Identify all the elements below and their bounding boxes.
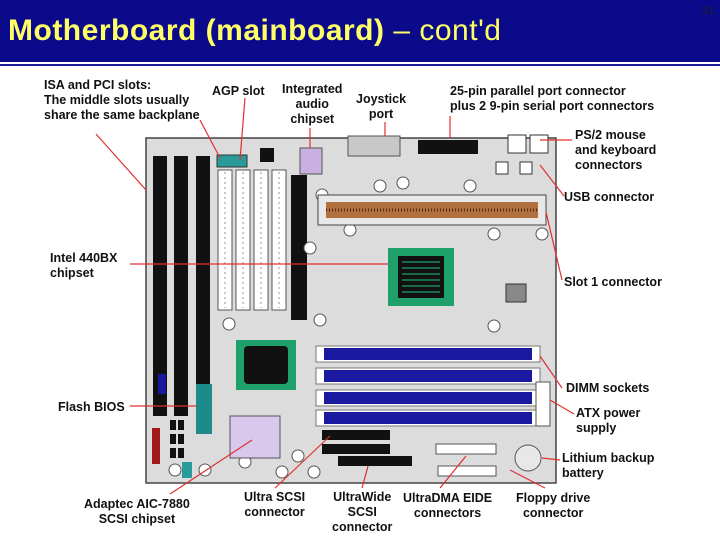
label-audio-chipset: Integrated audio chipset: [282, 82, 343, 126]
pci-slot: [271, 169, 287, 311]
small-chip: [260, 148, 274, 162]
ps2-connector: [507, 134, 527, 154]
isa-slot: [174, 156, 188, 416]
slide-title: Motherboard (mainboard) – cont'd: [8, 14, 501, 48]
eide-connector: [437, 465, 497, 477]
title-bar: [0, 0, 720, 62]
slide-title-suffix: – cont'd: [393, 14, 502, 47]
joystick-port: [347, 135, 401, 157]
ps2-connector: [529, 134, 549, 154]
pci-slot: [217, 169, 233, 311]
parallel-port: [418, 140, 478, 154]
label-floppy-connector: Floppy drive connector: [516, 491, 591, 520]
ultra-scsi-connector: [322, 430, 390, 440]
socket-chip: [236, 340, 296, 390]
label-ultradma-eide: UltraDMA EIDE connectors: [403, 491, 493, 520]
label-flash-bios: Flash BIOS: [58, 400, 125, 414]
slot1-connector: [317, 194, 547, 226]
label-isa-pci-slots: ISA and PCI slots: The middle slots usua…: [44, 78, 200, 122]
label-atx-power: ATX power supply: [576, 406, 641, 435]
eide-connector: [435, 443, 497, 455]
isa-slot: [196, 156, 210, 416]
label-adaptec-scsi: Adaptec AIC-7880 SCSI chipset: [84, 497, 190, 526]
label-lithium-battery: Lithium backup battery: [562, 451, 655, 480]
jumper-block: [170, 420, 184, 458]
lithium-battery: [514, 444, 542, 472]
label-ultrawide-scsi: UltraWide SCSI connector: [332, 490, 393, 534]
leader-lines: [95, 97, 575, 495]
pci-slot: [253, 169, 269, 311]
dimm-sockets: [315, 345, 541, 427]
pci-slots: [217, 169, 287, 311]
isa-slots: [153, 156, 210, 416]
label-intel-chipset: Intel 440BX chipset: [50, 251, 118, 280]
title-rule: [0, 64, 720, 66]
label-agp-slot: AGP slot: [212, 84, 265, 98]
label-ps2-connectors: PS/2 mouse and keyboard connectors: [575, 128, 657, 172]
isa-slot: [153, 156, 167, 416]
atx-power-connector: [535, 381, 551, 427]
slide-title-main: Motherboard (mainboard): [8, 14, 385, 47]
capacitor: [182, 462, 192, 478]
flash-bios-chip: [196, 384, 212, 434]
scsi-connector: [322, 444, 390, 454]
label-dimm-sockets: DIMM sockets: [566, 381, 650, 395]
bios-jumper: [158, 374, 166, 394]
pci-slot: [235, 169, 251, 311]
agp-slot: [291, 175, 307, 320]
audio-chip: [299, 147, 323, 175]
label-usb-connector: USB connector: [564, 190, 655, 204]
connector-header: [152, 428, 160, 464]
usb-port: [495, 161, 509, 175]
usb-port: [519, 161, 533, 175]
slide-number: 31: [701, 5, 714, 17]
adaptec-scsi-chip: [229, 415, 281, 459]
ultrawide-scsi-connector: [338, 456, 412, 466]
label-parallel-serial-ports: 25-pin parallel port connector plus 2 9-…: [450, 84, 655, 113]
intel-440bx-chip: [388, 248, 454, 306]
label-slot1-connector: Slot 1 connector: [564, 275, 662, 289]
agp-header: [216, 154, 248, 168]
small-chip: [505, 283, 527, 303]
label-ultra-scsi: Ultra SCSI connector: [244, 490, 306, 519]
label-joystick-port: Joystick port: [356, 92, 407, 121]
